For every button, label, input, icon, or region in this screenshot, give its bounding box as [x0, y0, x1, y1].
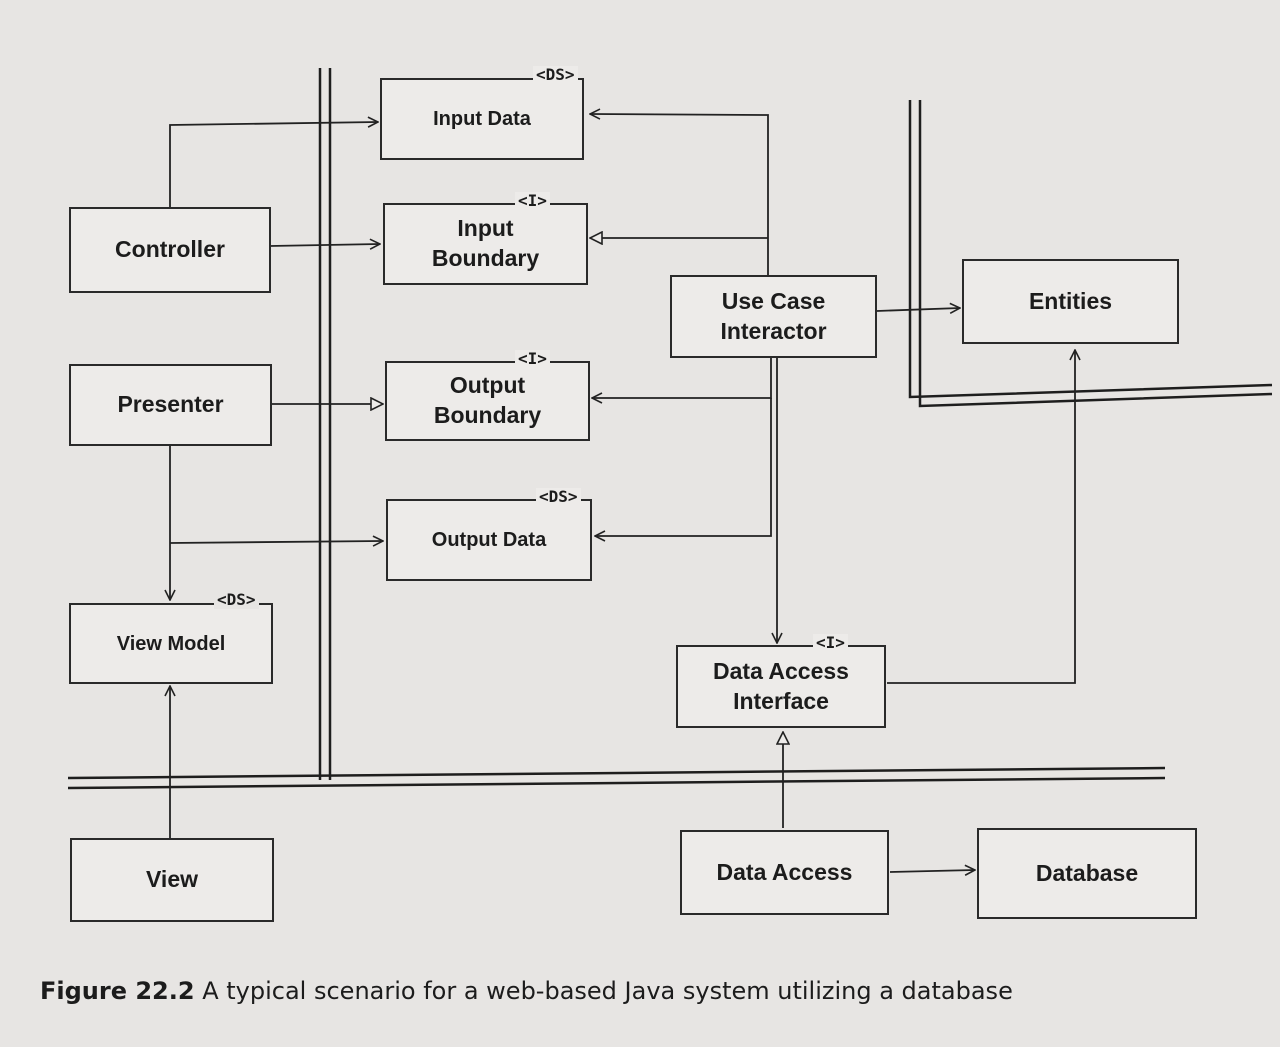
input-boundary-label-line1: Input: [457, 215, 514, 242]
controller-box: Controller: [69, 207, 271, 293]
entities-box: Entities: [962, 259, 1179, 344]
boundary-horizontal-line: [67, 766, 1166, 780]
output-boundary-label-line2: Boundary: [433, 402, 542, 428]
boundary-horizontal-line: [67, 776, 1166, 790]
data-access-interface-tag: <I>: [813, 634, 848, 652]
view-label: View: [146, 866, 198, 893]
view-box: View: [70, 838, 274, 922]
use-case-interactor-label-line2: Interactor: [720, 317, 827, 344]
output-data-label: Output Data: [431, 529, 547, 551]
view-model-ds-tag: <DS>: [214, 591, 259, 609]
arrow-controller-to-input-boundary: [269, 244, 380, 246]
data-access-box: Data Access: [680, 830, 889, 915]
arrow-controller-to-input-data: [169, 122, 378, 207]
controller-label: Controller: [115, 236, 225, 263]
input-data-box: Input Data: [380, 78, 584, 160]
input-boundary-interface-tag: <I>: [515, 192, 550, 210]
arrow-interactor-to-output-data: [595, 398, 772, 536]
figure-caption-text: A typical scenario for a web-based Java …: [202, 977, 1013, 1005]
data-access-interface-label-line2: Interface: [733, 687, 829, 714]
input-boundary-box: Input Boundary: [383, 203, 588, 285]
output-boundary-box: Output Boundary: [385, 361, 590, 441]
presenter-box: Presenter: [69, 364, 272, 446]
database-label: Database: [1035, 859, 1139, 886]
input-boundary-label-line2: Boundary: [431, 245, 540, 271]
arrow-interactor-to-input-data: [590, 114, 769, 275]
arrow-interactor-to-output-boundary: [592, 357, 772, 398]
view-model-label: View Model: [116, 632, 226, 655]
arrow-data-access-interface-to-entities: [887, 350, 1075, 684]
arrow-presenter-to-output-data: [169, 541, 383, 543]
database-box: Database: [977, 828, 1197, 919]
data-access-interface-box: Data Access Interface: [676, 645, 886, 728]
entities-boundary-line: [908, 100, 1273, 399]
boundary-lines: [67, 68, 1273, 790]
output-data-box: Output Data: [386, 499, 592, 581]
input-data-label: Input Data: [433, 108, 531, 130]
arrows: [170, 114, 1075, 872]
entities-boundary-line: [918, 100, 1273, 408]
input-data-ds-tag: <DS>: [533, 66, 578, 84]
arrow-data-access-to-database: [889, 870, 975, 872]
use-case-interactor-box: Use Case Interactor: [670, 275, 877, 358]
use-case-interactor-label-line1: Use Case: [721, 287, 826, 314]
figure-number: Figure 22.2: [40, 977, 195, 1005]
arrow-interactor-to-entities: [876, 308, 960, 311]
output-data-ds-tag: <DS>: [536, 488, 581, 506]
figure-caption: Figure 22.2 A typical scenario for a web…: [40, 977, 1240, 1005]
output-boundary-label-line1: Output: [449, 372, 526, 399]
data-access-interface-label-line1: Data Access: [713, 657, 849, 684]
data-access-label: Data Access: [716, 858, 853, 885]
presenter-label: Presenter: [117, 391, 224, 418]
architecture-diagram: [67, 68, 1273, 960]
view-model-box: View Model: [69, 603, 273, 684]
entities-label: Entities: [1028, 287, 1113, 314]
output-boundary-interface-tag: <I>: [515, 350, 550, 368]
